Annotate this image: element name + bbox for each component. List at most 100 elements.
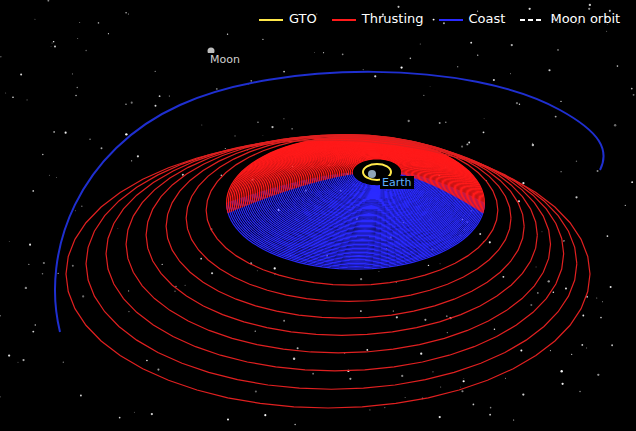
thrust-segment <box>227 136 485 213</box>
thrust-loop <box>126 136 550 353</box>
star <box>463 380 465 382</box>
star <box>51 42 53 44</box>
star <box>489 414 491 416</box>
star <box>576 161 577 162</box>
star <box>423 95 424 96</box>
star <box>159 95 161 97</box>
star <box>274 267 276 269</box>
star <box>50 46 52 48</box>
star <box>460 386 462 388</box>
coast-segment <box>227 203 485 269</box>
star <box>125 12 127 14</box>
star <box>291 128 292 129</box>
star <box>323 52 324 53</box>
star <box>360 278 362 280</box>
star <box>446 315 448 317</box>
star <box>461 390 463 392</box>
star <box>53 41 54 42</box>
star <box>596 297 597 298</box>
star <box>227 418 229 420</box>
star <box>283 118 284 119</box>
star <box>502 276 504 278</box>
star <box>588 8 590 10</box>
star <box>429 86 431 88</box>
star <box>366 349 368 351</box>
star <box>157 369 159 371</box>
star <box>312 373 314 375</box>
star <box>560 101 561 102</box>
star <box>428 265 429 266</box>
star <box>175 286 176 287</box>
star <box>49 175 50 176</box>
star <box>119 417 121 419</box>
star <box>443 22 445 24</box>
star <box>548 280 550 282</box>
legend-sample <box>439 19 463 21</box>
star <box>255 330 256 331</box>
legend-text: Moon orbit <box>550 11 620 26</box>
thrust-loop <box>66 140 590 408</box>
star <box>571 354 572 355</box>
star <box>225 148 226 149</box>
star <box>550 350 551 351</box>
star <box>0 56 1 57</box>
earth-symbol <box>368 170 376 178</box>
star <box>561 383 563 385</box>
star <box>227 33 228 34</box>
star <box>182 174 184 176</box>
star <box>597 170 599 172</box>
star <box>47 0 49 2</box>
star <box>27 99 28 100</box>
star <box>565 288 567 290</box>
star <box>257 122 258 123</box>
thrust-segment <box>230 137 482 212</box>
star <box>250 80 252 82</box>
star <box>25 287 27 289</box>
star <box>234 135 235 136</box>
star <box>396 316 398 318</box>
star <box>262 135 264 137</box>
star <box>560 370 562 372</box>
thrust-loop <box>206 135 498 285</box>
star <box>631 88 633 90</box>
star <box>293 358 295 360</box>
legend-line <box>258 12 284 28</box>
star <box>516 102 518 104</box>
star <box>137 155 139 157</box>
star <box>439 263 441 265</box>
star <box>493 79 495 81</box>
star <box>483 118 485 120</box>
earth-label: Earth <box>380 176 414 189</box>
star <box>610 286 612 288</box>
star <box>374 75 376 77</box>
star <box>56 177 58 179</box>
star <box>81 205 83 207</box>
moon-label: Moon <box>208 53 242 66</box>
star <box>128 13 129 14</box>
star <box>408 120 410 122</box>
star <box>80 395 82 397</box>
star <box>597 374 599 376</box>
star <box>579 391 580 392</box>
star <box>432 371 433 372</box>
star <box>151 413 153 415</box>
star <box>631 181 633 183</box>
star <box>479 233 481 235</box>
star <box>473 404 475 406</box>
star <box>283 320 285 322</box>
star <box>586 347 588 349</box>
star <box>12 97 14 99</box>
star <box>614 124 616 126</box>
coast-segment <box>230 202 482 267</box>
star <box>155 71 156 72</box>
star <box>504 377 506 379</box>
star <box>510 73 512 75</box>
star <box>378 271 380 273</box>
star <box>561 171 562 172</box>
spiral-trajectory <box>66 135 590 408</box>
star <box>520 349 522 351</box>
star <box>433 19 435 21</box>
star <box>34 18 36 20</box>
